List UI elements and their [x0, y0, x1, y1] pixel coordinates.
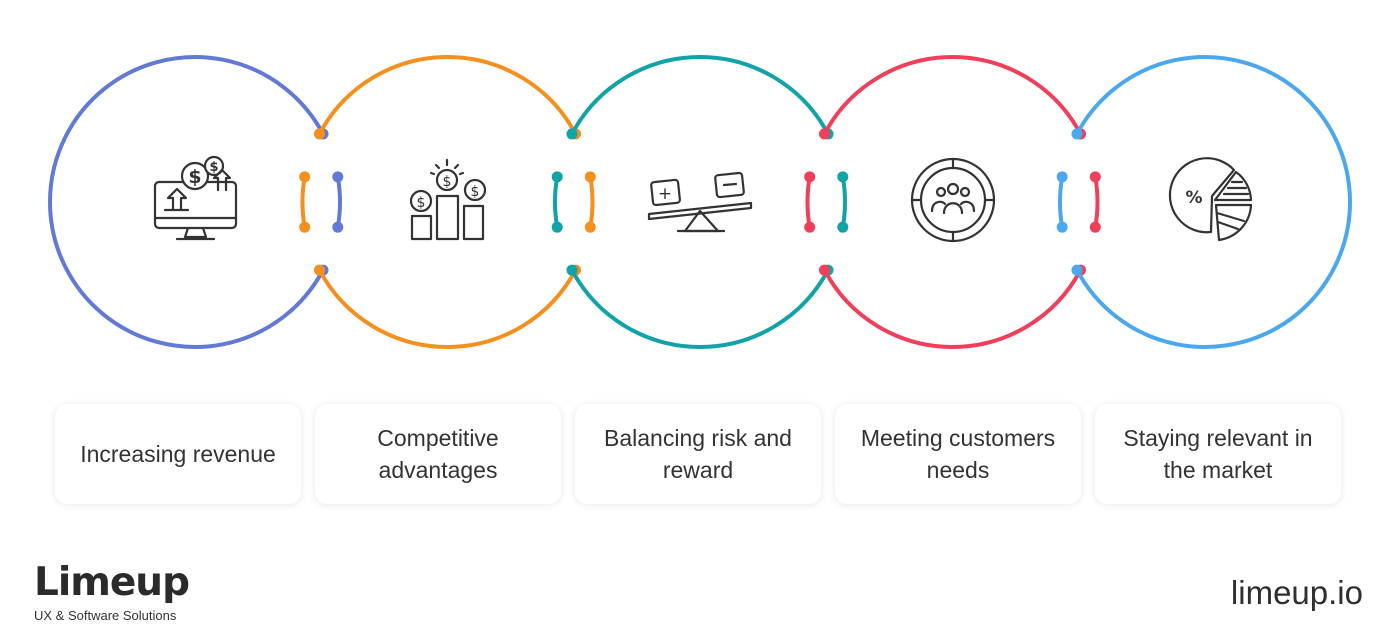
- ring-endpoint-dot: [551, 221, 563, 233]
- ring-endpoint-dot: [804, 171, 816, 183]
- ring-endpoint-dot: [1089, 221, 1101, 233]
- ring-arc: [48, 55, 326, 349]
- revenue-monitor-icon: $ $: [153, 155, 238, 241]
- ring-arc-right-inner: [1093, 174, 1100, 230]
- step-label: Meeting customers needs: [860, 425, 1056, 483]
- step-card-balancing-risk: Balancing risk and reward: [575, 404, 821, 504]
- ring-endpoint-dot: [1071, 128, 1083, 140]
- ring-arc: [1074, 55, 1352, 349]
- svg-text:$: $: [471, 184, 480, 200]
- ring-endpoint-dot: [566, 128, 578, 140]
- coin-bars-icon: $ $ $: [409, 158, 487, 241]
- svg-text:$: $: [209, 160, 218, 175]
- ring-endpoint-dot: [818, 128, 830, 140]
- ring-endpoint-dot: [332, 221, 344, 233]
- ring-arc-inner: [1057, 174, 1065, 230]
- ring-endpoint-dot: [313, 128, 325, 140]
- brand-logo: Limeup UX & Software Solutions: [34, 560, 190, 623]
- rings-diagram: $ $ $ $ $ +: [48, 54, 1352, 350]
- ring-endpoint-dot: [551, 171, 563, 183]
- ring-endpoint-dot: [1071, 264, 1083, 276]
- ring-arc-top: [569, 55, 831, 136]
- ring-arc-bottom: [317, 268, 578, 349]
- ring-arc-bottom: [569, 268, 831, 349]
- step-card-staying-relevant: Staying relevant in the market: [1095, 404, 1341, 504]
- ring-endpoint-dot: [1056, 221, 1068, 233]
- customer-target-icon: [910, 157, 996, 243]
- svg-text:$: $: [417, 195, 426, 211]
- ring-arc-top: [317, 55, 578, 136]
- ring-arc-left-inner: [805, 174, 812, 230]
- ring-arc-inner: [335, 174, 342, 230]
- step-label: Staying relevant in the market: [1123, 425, 1313, 483]
- step-label: Balancing risk and reward: [604, 425, 792, 483]
- ring-endpoint-dot: [332, 171, 344, 183]
- brand-tagline: UX & Software Solutions: [34, 608, 177, 623]
- svg-text:+: +: [658, 184, 672, 204]
- ring-endpoint-dot: [566, 264, 578, 276]
- ring-endpoint-dot: [584, 221, 596, 233]
- step-label: Increasing revenue: [80, 441, 276, 467]
- brand-name: Limeup: [34, 560, 190, 605]
- ring-arc-bottom: [822, 268, 1083, 350]
- ring-endpoint-dot: [299, 171, 311, 183]
- ring-endpoint-dot: [804, 221, 816, 233]
- step-label: Competitive advantages: [377, 425, 499, 483]
- ring-arc-left-inner: [300, 174, 307, 230]
- ring-endpoint-dot: [1089, 171, 1101, 183]
- ring-arc-right-inner: [840, 174, 847, 230]
- ring-endpoint-dot: [313, 264, 325, 276]
- website-link[interactable]: limeup.io: [1230, 574, 1363, 611]
- svg-text:$: $: [443, 174, 452, 190]
- step-card-increasing-revenue: Increasing revenue: [55, 404, 301, 504]
- ring-endpoint-dot: [1056, 171, 1068, 183]
- seesaw-balance-icon: +: [647, 171, 753, 233]
- ring-endpoint-dot: [584, 171, 596, 183]
- pie-chart-icon: %: [1168, 157, 1253, 242]
- ring-arc-left-inner: [553, 174, 560, 230]
- svg-text:%: %: [1185, 188, 1202, 208]
- ring-arc-top: [822, 54, 1083, 136]
- svg-text:$: $: [188, 166, 201, 188]
- ring-endpoint-dot: [818, 264, 830, 276]
- ring-endpoint-dot: [837, 171, 849, 183]
- ring-endpoint-dot: [837, 221, 849, 233]
- step-card-meeting-customers: Meeting customers needs: [835, 404, 1081, 504]
- ring-arc-right-inner: [588, 174, 595, 230]
- step-card-competitive-advantages: Competitive advantages: [315, 404, 561, 504]
- ring-endpoint-dot: [299, 221, 311, 233]
